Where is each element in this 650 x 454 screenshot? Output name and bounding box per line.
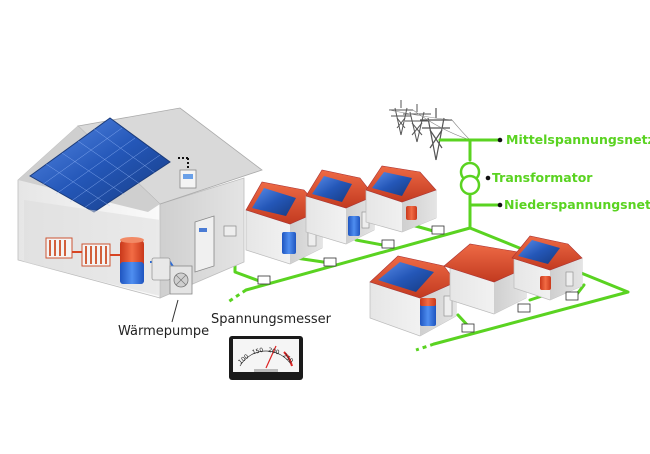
house-lower-3: [511, 235, 583, 301]
voltmeter-gauge: [229, 336, 303, 380]
line-meters: [257, 225, 579, 333]
gauge-tick: 150: [251, 346, 265, 357]
heat-pump-unit: [169, 265, 193, 295]
hot-water-tank: [120, 237, 144, 284]
power-pylons-icon: [388, 100, 471, 161]
gauge-tick: 200: [267, 346, 281, 357]
label-connectors: [485, 137, 503, 208]
transformer-icon: [459, 161, 481, 196]
house-lower-1: [369, 255, 457, 337]
house-upper-1: [245, 181, 323, 265]
house-upper-2: [305, 169, 375, 245]
label-voltmeter: Spannungsmesser: [211, 312, 332, 327]
house-upper-3: [365, 165, 437, 233]
label-transformer: Transformator: [492, 170, 593, 185]
storage-tank: [151, 257, 171, 281]
gauge-tick-labels: 100 150 200 250: [236, 346, 296, 366]
label-low-voltage-grid: Niederspannungsnetz: [504, 197, 650, 212]
inverter-cabinet: [194, 215, 215, 273]
label-heat-pump: Wärmepumpe: [118, 324, 210, 339]
meter-box: [179, 169, 197, 189]
small-meter-box: [223, 225, 237, 237]
heat-pump-leader: [171, 299, 179, 323]
main-house: [17, 107, 263, 299]
radiator-icon: [45, 237, 111, 267]
grid-line-continuation: [227, 288, 435, 352]
solar-panel-main: [29, 117, 171, 213]
label-medium-voltage-grid: Mittelspannungsnetz: [506, 132, 650, 147]
